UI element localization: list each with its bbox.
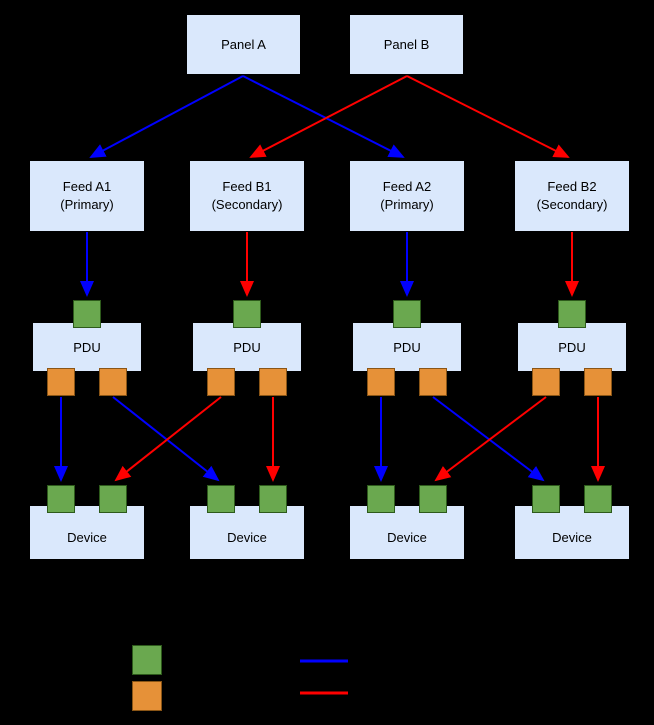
pdu3-to-device4-arrow [432,396,545,482]
feed-a2-sublabel: (Primary) [380,197,434,212]
pdu1-input-port-square [73,300,101,328]
device1-label: Device [67,530,107,546]
panel-b-node: Panel B [349,14,464,75]
pdu2-input-port-square [233,300,261,328]
pdu4-to-device3-arrow [434,396,547,482]
panel-a-to-feed-a1-arrow [89,75,244,158]
feed-b1-label: Feed B1 [222,179,272,195]
device4-label: Device [552,530,592,546]
device2-label: Device [227,530,267,546]
panel-b-label: Panel B [383,36,430,52]
panel-a-node: Panel A [186,14,301,75]
device4-input-port-2-square [584,485,612,513]
feed-b2-sublabel: (Secondary) [536,197,608,212]
pdu1-output-port-1-square [47,368,75,396]
feed-a2-node: Feed A2 (Primary) [349,160,465,232]
device4-node: Device [514,505,630,560]
pdu3-output-port-2-square [419,368,447,396]
pdu2-label: PDU [233,340,261,356]
device4-input-port-1-square [532,485,560,513]
device1-input-port-1-square [47,485,75,513]
feed-b2-label: Feed B2 [547,179,597,195]
device3-node: Device [349,505,465,560]
pdu3-node: PDU [352,322,462,372]
legend-output-square [132,681,162,711]
device3-label: Device [387,530,427,546]
pdu2-output-port-2-square [259,368,287,396]
device1-node: Device [29,505,145,560]
pdu3-label: PDU [393,340,421,356]
pdu4-output-port-2-square [584,368,612,396]
pdu4-node: PDU [517,322,627,372]
pdu1-output-port-2-square [99,368,127,396]
feed-b2-node: Feed B2 (Secondary) [514,160,630,232]
device3-input-port-1-square [367,485,395,513]
panel-b-to-feed-b2-arrow [406,75,570,158]
feed-a1-sublabel: (Primary) [60,197,114,212]
device3-input-port-2-square [419,485,447,513]
pdu4-input-port-square [558,300,586,328]
pdu1-to-device2-arrow [112,396,220,482]
device2-input-port-1-square [207,485,235,513]
pdu3-input-port-square [393,300,421,328]
pdu2-to-device1-arrow [114,396,222,482]
device1-input-port-2-square [99,485,127,513]
feed-b1-sublabel: (Secondary) [211,197,283,212]
pdu3-output-port-1-square [367,368,395,396]
device2-input-port-2-square [259,485,287,513]
pdu1-label: PDU [73,340,101,356]
device2-node: Device [189,505,305,560]
feed-a1-label: Feed A1 [62,179,112,195]
pdu2-node: PDU [192,322,302,372]
feed-a2-label: Feed A2 [382,179,432,195]
panel-b-to-feed-b1-arrow [249,75,408,158]
legend-input-square [132,645,162,675]
panel-a-to-feed-a2-arrow [242,75,405,158]
pdu2-output-port-1-square [207,368,235,396]
panel-a-label: Panel A [221,36,266,52]
pdu1-node: PDU [32,322,142,372]
pdu4-output-port-1-square [532,368,560,396]
feed-b1-node: Feed B1 (Secondary) [189,160,305,232]
pdu4-label: PDU [558,340,586,356]
feed-a1-node: Feed A1 (Primary) [29,160,145,232]
